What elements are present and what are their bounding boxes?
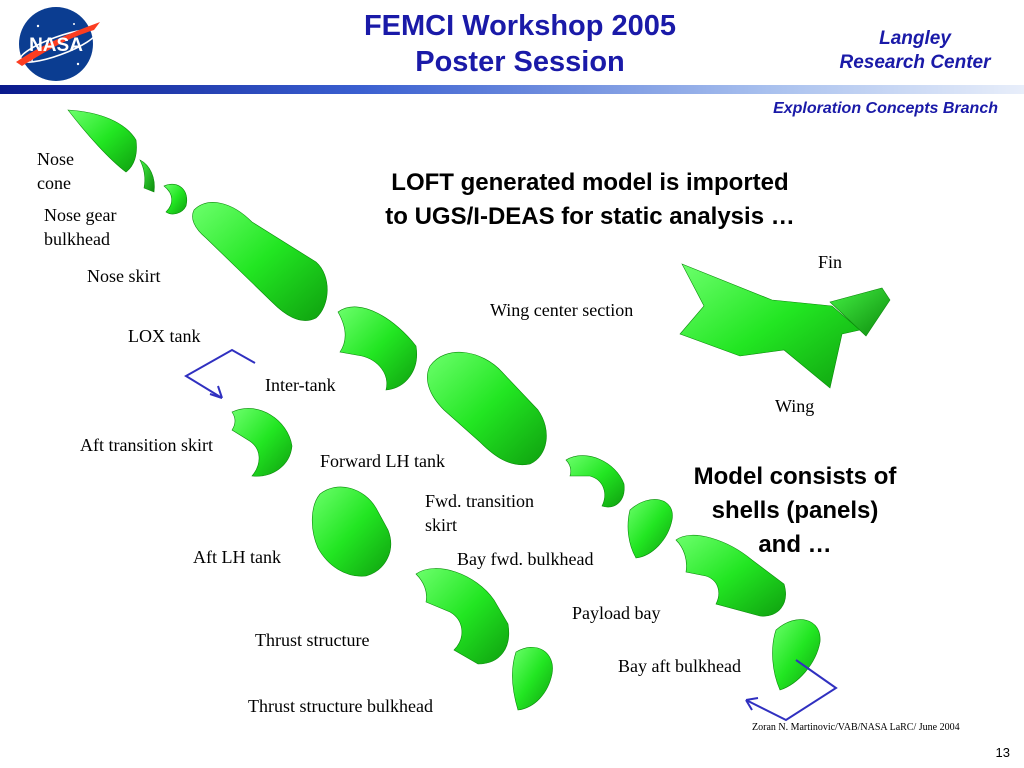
payload-bay-part xyxy=(675,534,786,617)
label-nose-cone-line-2: cone xyxy=(37,173,71,193)
author-credit: Zoran N. Martinovic/VAB/NASA LaRC/ June … xyxy=(752,722,960,733)
label-payload-bay: Payload bay xyxy=(572,603,661,623)
label-nose-gear-bulkhead: Nose gear bulkhead xyxy=(44,203,116,251)
page-number: 13 xyxy=(995,745,1010,760)
model-heading-line-2: shells (panels) xyxy=(711,497,879,524)
thrust-structure-bulkhead-part xyxy=(512,647,553,711)
bay-fwd-bulkhead-part xyxy=(627,499,673,559)
aft-lh-tank-part xyxy=(311,486,392,577)
nose-cone-part xyxy=(67,109,137,173)
label-aft-transition-skirt: Aft transition skirt xyxy=(80,435,213,455)
loft-heading-line-2: to UGS/I-DEAS for static analysis … xyxy=(385,203,795,230)
research-center-name: Langley Research Center xyxy=(800,27,1024,75)
center-line-2: Research Center xyxy=(839,52,991,73)
label-thrust-structure-bulkhead: Thrust structure bulkhead xyxy=(248,696,433,716)
wing-center-section-part xyxy=(679,263,861,389)
label-fwd-transition-line-2: skirt xyxy=(425,515,458,535)
model-heading-line-3: and … xyxy=(758,531,832,558)
label-bay-fwd-bulkhead: Bay fwd. bulkhead xyxy=(457,549,594,569)
label-fwd-transition-skirt: Fwd. transition skirt xyxy=(425,489,534,537)
fin-part xyxy=(829,287,891,337)
label-fin: Fin xyxy=(818,252,843,272)
model-heading: Model consists of shells (panels) and … xyxy=(660,460,930,562)
label-nose-skirt: Nose skirt xyxy=(87,266,161,286)
logo-vector xyxy=(16,22,100,66)
label-fwd-transition-line-1: Fwd. transition xyxy=(425,491,535,511)
lox-tank-part xyxy=(192,202,328,321)
loft-heading-line-1: LOFT generated model is imported xyxy=(391,169,789,196)
nose-gear-piece xyxy=(139,159,155,193)
title-line-2: Poster Session xyxy=(415,46,625,78)
nasa-logo: NASA xyxy=(16,7,100,81)
label-wing: Wing xyxy=(775,396,815,416)
rotation-arrow-bottom xyxy=(745,659,838,722)
label-inter-tank: Inter-tank xyxy=(265,375,336,395)
center-line-1: Langley xyxy=(879,28,951,49)
forward-lh-tank-part xyxy=(427,351,547,466)
aft-transition-skirt-part xyxy=(231,408,293,477)
title-line-1: FEMCI Workshop 2005 xyxy=(363,10,677,42)
label-wing-center-section: Wing center section xyxy=(490,300,634,320)
label-bay-aft-bulkhead: Bay aft bulkhead xyxy=(618,656,741,676)
page-title: FEMCI Workshop 2005 Poster Session xyxy=(250,8,790,80)
label-aft-lh-tank: Aft LH tank xyxy=(193,547,281,567)
rotation-arrow-top-head xyxy=(209,385,223,399)
model-heading-line-1: Model consists of xyxy=(693,463,897,490)
branch-name: Exploration Concepts Branch xyxy=(773,100,998,117)
label-thrust-structure: Thrust structure xyxy=(255,630,370,650)
rotation-arrow-top xyxy=(184,348,256,399)
inter-tank-part xyxy=(337,306,417,391)
label-lox-tank: LOX tank xyxy=(128,326,201,346)
thrust-structure-part xyxy=(415,568,510,665)
fwd-transition-skirt-part xyxy=(565,455,625,508)
label-nose-cone-line-1: Nose xyxy=(37,149,74,169)
bay-aft-bulkhead-part xyxy=(772,619,821,691)
loft-heading: LOFT generated model is imported to UGS/… xyxy=(330,166,850,234)
label-nose-cone: Nose cone xyxy=(37,147,74,195)
rotation-arrow-bottom-head xyxy=(745,697,759,711)
logo-text: NASA xyxy=(29,35,83,56)
header-gradient-bar xyxy=(0,85,1024,94)
label-nose-gear-line-1: Nose gear xyxy=(44,205,117,225)
nose-gear-bulkhead-part xyxy=(163,184,188,215)
label-forward-lh-tank: Forward LH tank xyxy=(320,451,445,471)
label-nose-gear-line-2: bulkhead xyxy=(44,229,110,249)
